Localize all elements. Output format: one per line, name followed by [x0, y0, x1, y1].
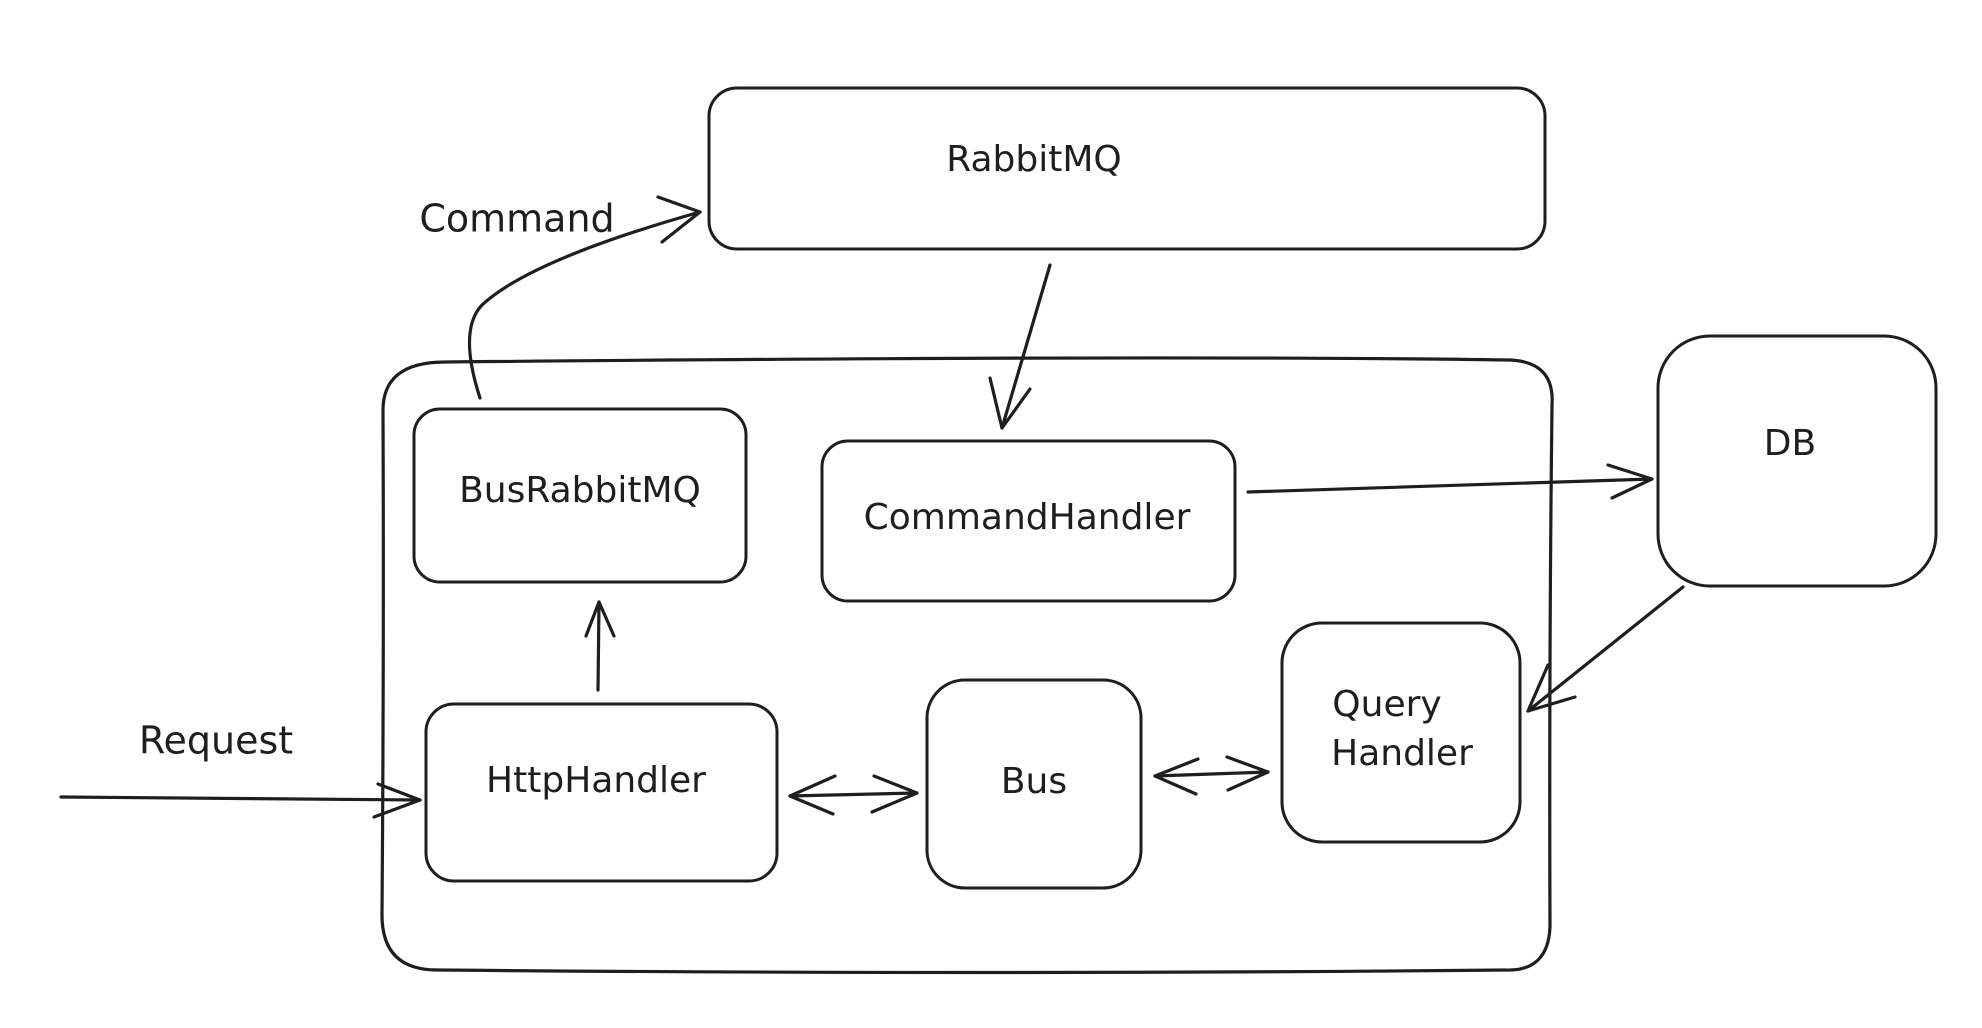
http-handler-label: HttpHandler: [486, 760, 706, 801]
command-edge-label: Command: [419, 197, 614, 241]
bus-node: Bus: [925, 678, 1143, 890]
bus-rabbitmq-node: BusRabbitMQ: [412, 407, 748, 584]
bus-label: Bus: [1001, 761, 1067, 802]
request-arrow: [59, 782, 422, 819]
rabbitmq-node: RabbitMQ: [707, 86, 1547, 251]
http-handler-node: HttpHandler: [424, 702, 779, 883]
command-handler-node: CommandHandler: [820, 439, 1237, 603]
command-arrow: [467, 195, 702, 400]
http-handler-to-bus-rabbitmq-arrow: [584, 600, 616, 692]
rabbitmq-label: RabbitMQ: [946, 139, 1122, 180]
bus-rabbitmq-label: BusRabbitMQ: [459, 470, 701, 511]
query-handler-label-line1: Query: [1332, 684, 1441, 725]
query-handler-node: Query Handler: [1280, 621, 1522, 844]
rabbitmq-to-command-handler-arrow: [988, 263, 1052, 430]
request-edge-label: Request: [139, 719, 293, 763]
db-to-query-handler-arrow: [1526, 585, 1685, 713]
query-handler-label-line2: Handler: [1331, 733, 1473, 774]
command-handler-to-db-arrow: [1246, 463, 1654, 500]
http-handler-bus-arrow: [788, 774, 919, 816]
bus-query-handler-arrow: [1153, 755, 1270, 796]
service-container: [380, 356, 1554, 975]
command-handler-label: CommandHandler: [864, 497, 1191, 538]
db-node: DB: [1656, 334, 1938, 588]
db-label: DB: [1764, 423, 1816, 464]
